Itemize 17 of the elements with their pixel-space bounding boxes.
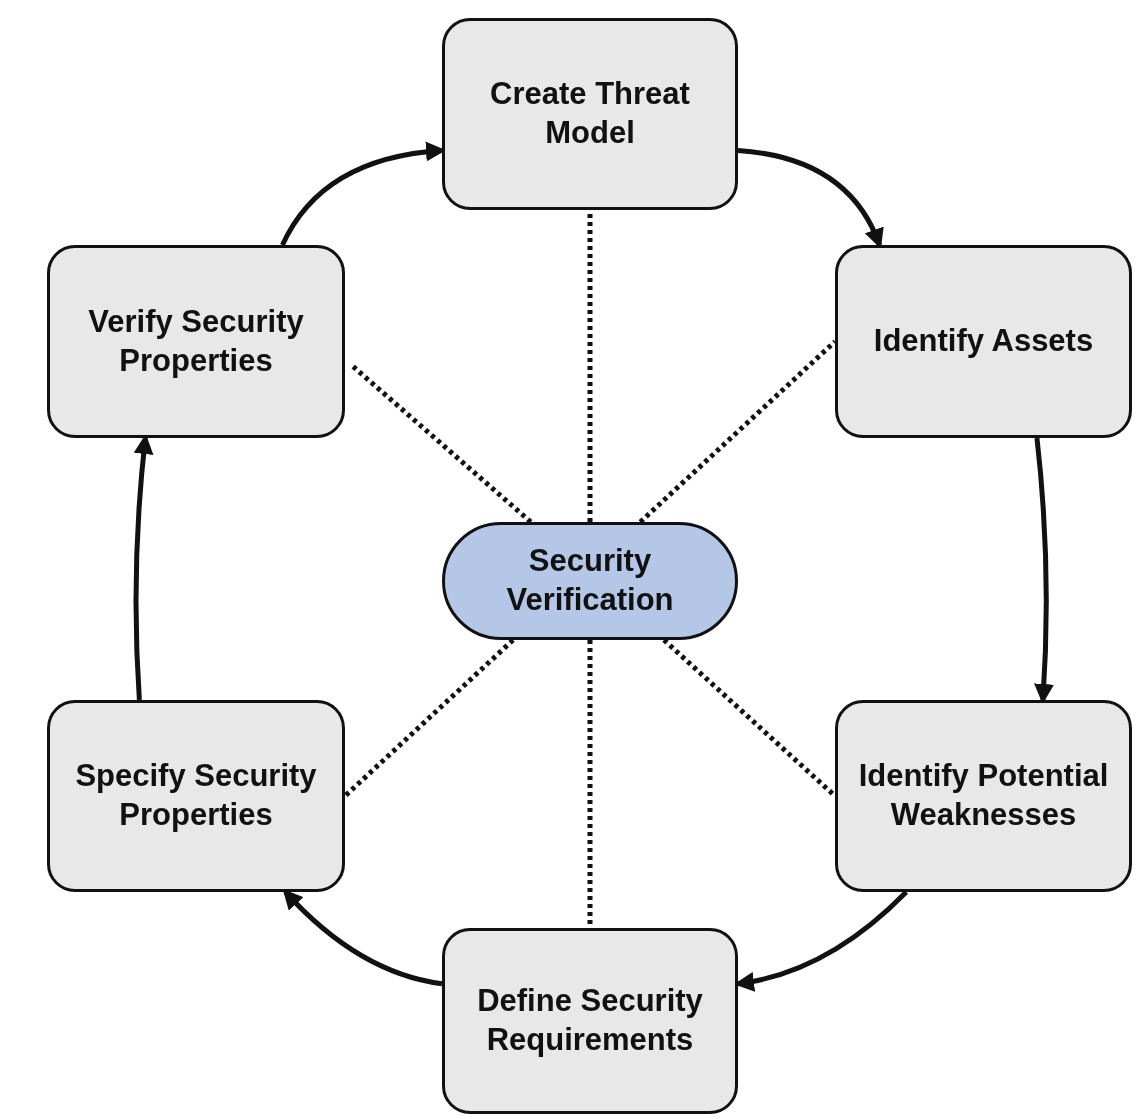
dotted-connector: [662, 638, 837, 798]
dotted-connector: [343, 638, 515, 798]
process-box: [442, 928, 738, 1114]
node-label: Verify Security Properties: [87, 302, 305, 380]
dotted-connector: [638, 339, 837, 524]
node-label: Specify Security Properties: [74, 757, 318, 834]
process-box: [47, 700, 345, 892]
process-box: [835, 700, 1132, 892]
dotted-connector: [349, 362, 533, 524]
process-box: [835, 245, 1132, 438]
process-box: [442, 18, 738, 210]
node-label: Security Verification: [505, 542, 675, 619]
node-label: Identify Assets: [873, 322, 1094, 361]
node-label: Define Security Requirements: [476, 982, 704, 1059]
node-label: Create Threat Model: [489, 75, 691, 152]
process-box: [47, 245, 345, 438]
node-label: Identify Potential Weaknesses: [857, 757, 1110, 834]
